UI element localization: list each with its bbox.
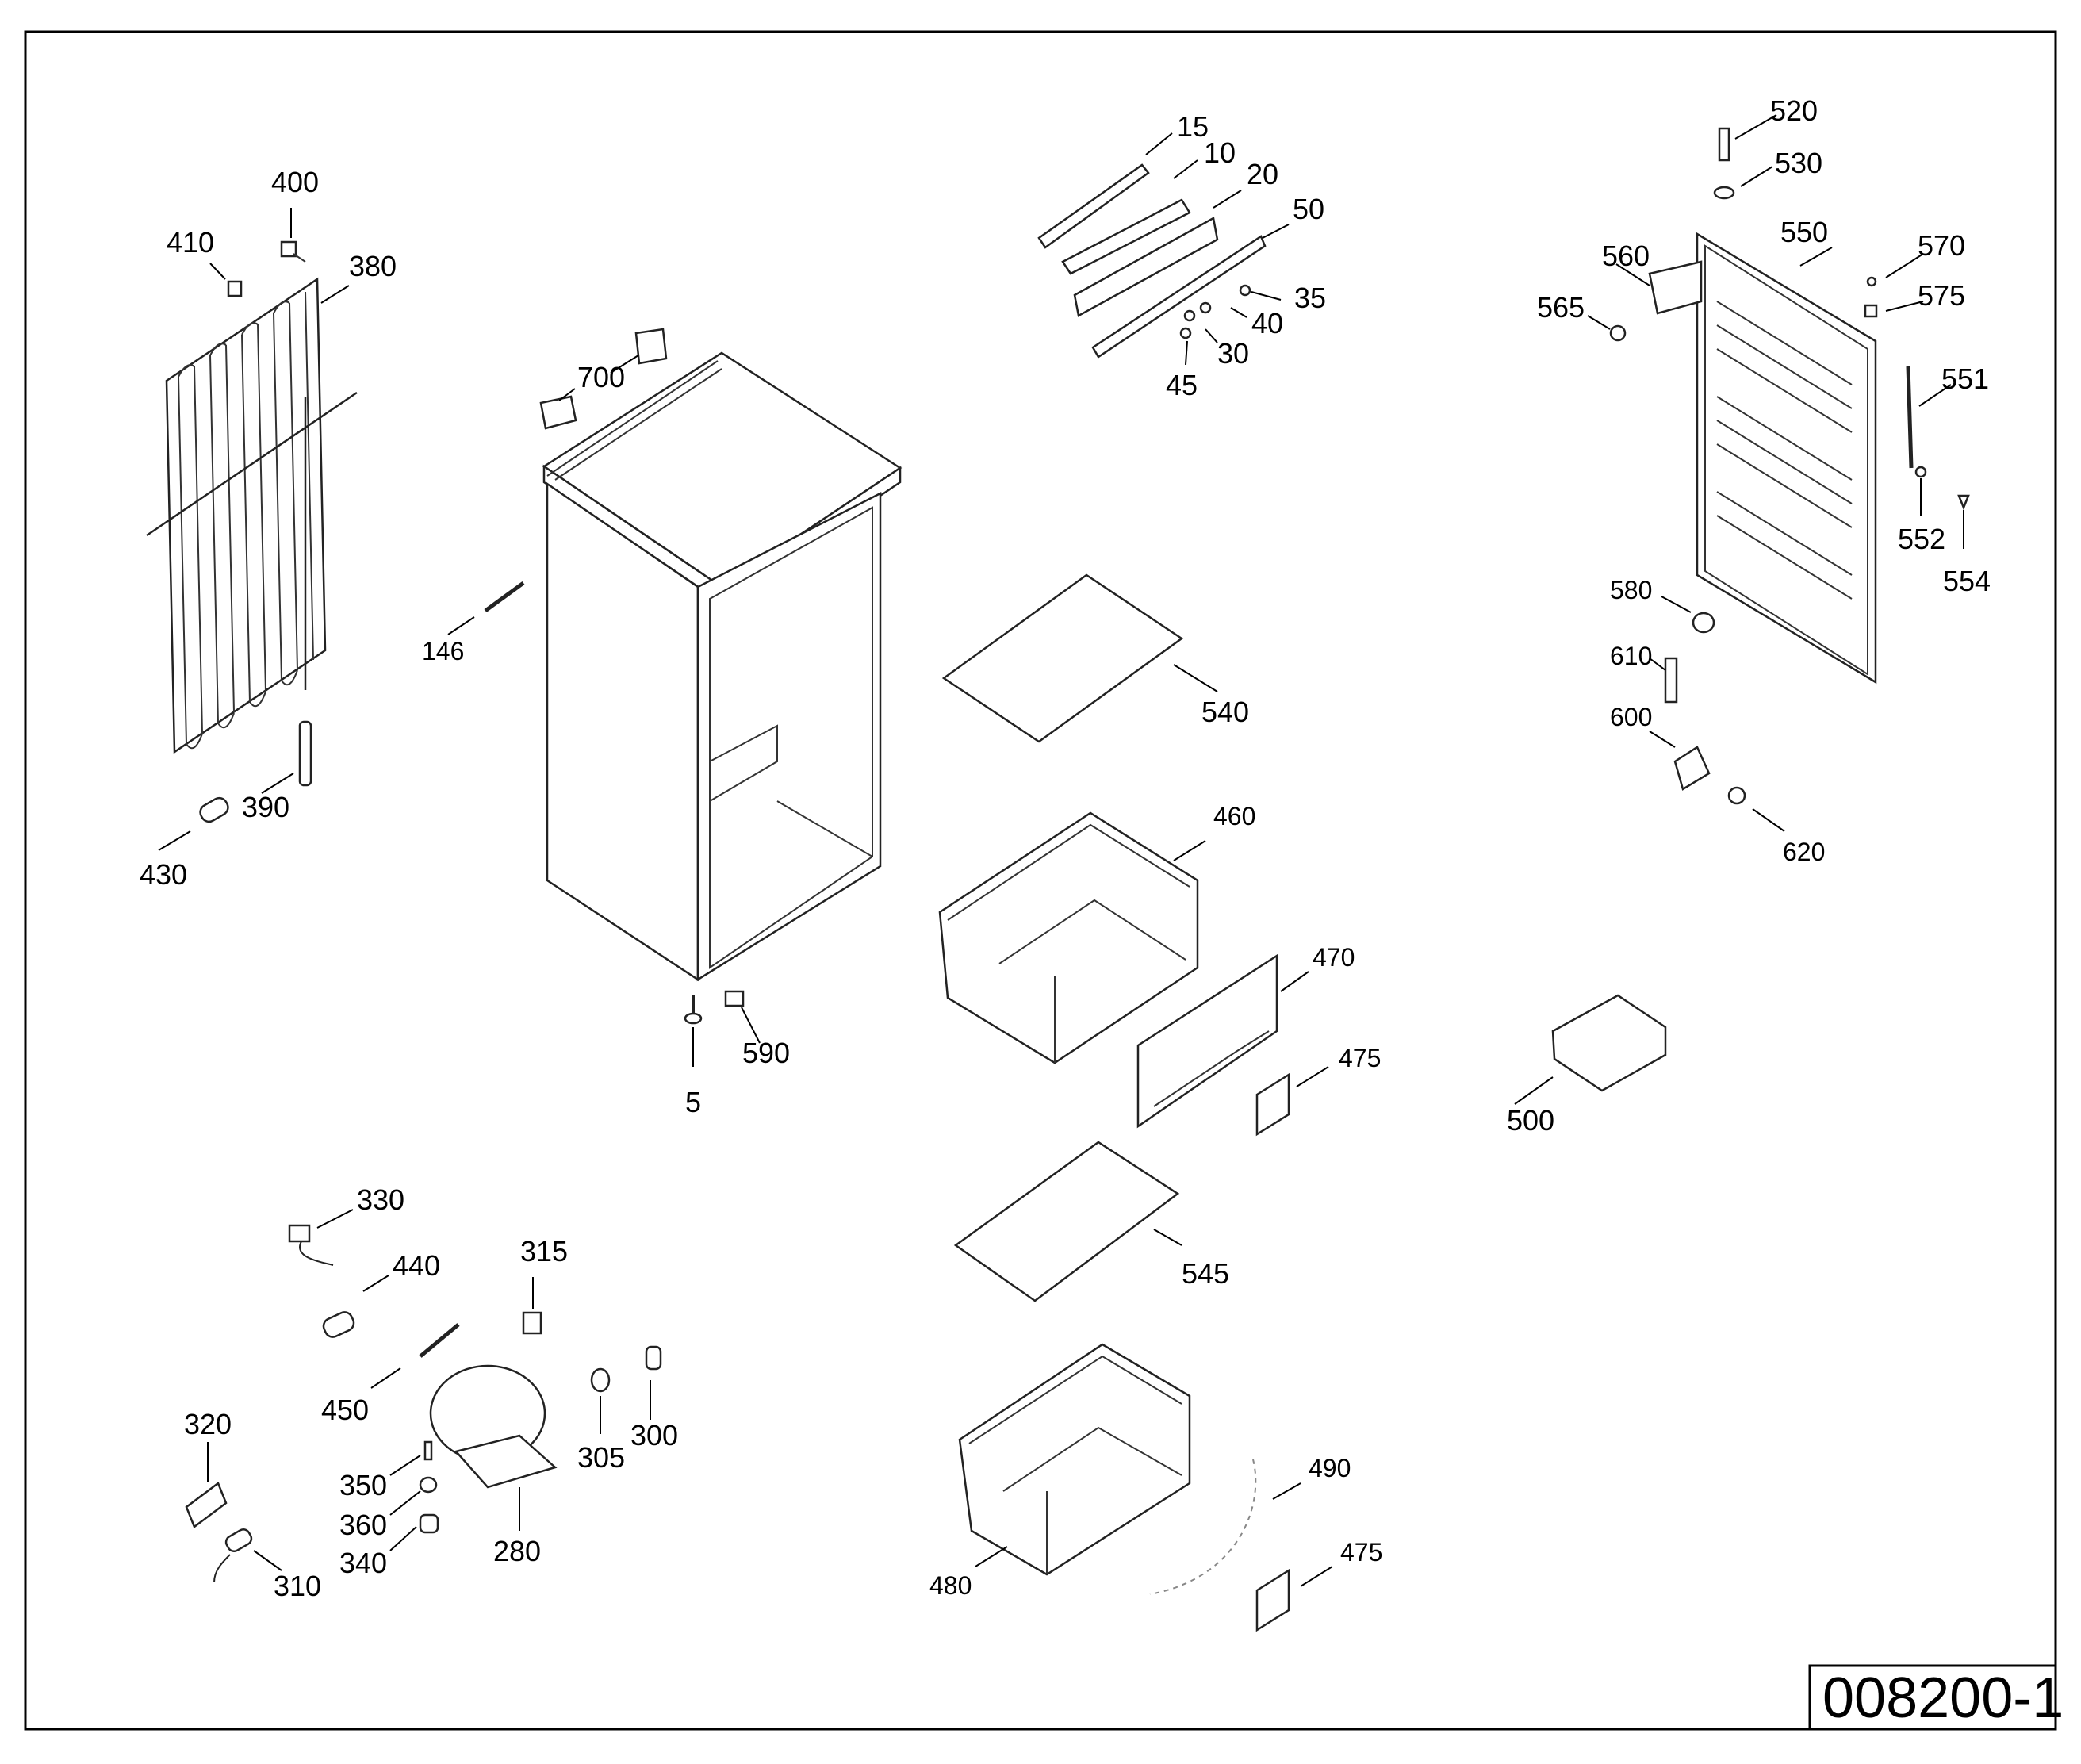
- callout-440: 440: [393, 1249, 440, 1282]
- glass-shelf-540-part: [941, 573, 1184, 743]
- bushing-580-part: [1692, 612, 1715, 634]
- plug-570-575-part: [1864, 276, 1878, 318]
- foot-5-part: [684, 995, 703, 1025]
- label-475-lower-part: [1255, 1568, 1290, 1632]
- clip-300-part: [645, 1345, 662, 1371]
- capillary-450-part: [419, 1323, 460, 1358]
- callout-490: 490: [1309, 1454, 1351, 1482]
- callout-590: 590: [742, 1037, 790, 1069]
- callout-20: 20: [1247, 158, 1278, 190]
- drawer-480-part: [958, 1343, 1191, 1576]
- compressor-280-part: [429, 1364, 558, 1489]
- drier-part: [298, 720, 312, 787]
- callout-330: 330: [357, 1183, 404, 1216]
- callout-40: 40: [1251, 307, 1283, 339]
- callout-360: 360: [339, 1509, 387, 1541]
- callout-labels: 400 410 380 390 430 146 700 5 590 15 10 …: [140, 94, 1991, 1602]
- drawer-front-470-part: [1136, 953, 1278, 1129]
- callout-610: 610: [1610, 642, 1652, 670]
- callout-500: 500: [1507, 1104, 1554, 1137]
- callout-315: 315: [520, 1235, 568, 1267]
- drawing-code: 008200-1: [1822, 1666, 2064, 1730]
- callout-5: 5: [685, 1086, 701, 1118]
- screws-552-554-part: [1914, 466, 1970, 511]
- callout-50: 50: [1293, 193, 1324, 225]
- callout-540: 540: [1201, 696, 1249, 728]
- hinge-pin-520-part: [1718, 127, 1730, 162]
- thermostat-310-part: [213, 1528, 253, 1583]
- glass-shelf-545-part: [953, 1141, 1180, 1302]
- mount-parts-350-360-340: [419, 1440, 439, 1534]
- callout-475-upper: 475: [1339, 1044, 1381, 1072]
- callout-530: 530: [1775, 147, 1822, 179]
- callout-380: 380: [349, 250, 397, 282]
- callout-460: 460: [1213, 802, 1255, 830]
- callout-300: 300: [630, 1419, 678, 1451]
- door-550-part: [1696, 232, 1877, 685]
- nut-410-part: [227, 280, 243, 297]
- drawer-460-part: [938, 811, 1199, 1064]
- label-475-upper-part: [1255, 1072, 1290, 1137]
- callout-550: 550: [1780, 216, 1828, 248]
- screw-620-part: [1727, 786, 1746, 805]
- callout-600: 600: [1610, 703, 1652, 731]
- callout-560: 560: [1602, 240, 1650, 272]
- callout-350: 350: [339, 1469, 387, 1501]
- door-handle-551-part: [1906, 366, 1914, 469]
- callout-320: 320: [184, 1408, 232, 1440]
- callout-390: 390: [242, 791, 289, 823]
- callout-520: 520: [1770, 94, 1818, 127]
- bracket-320-part: [185, 1482, 228, 1528]
- callout-551: 551: [1941, 362, 1989, 395]
- callout-700: 700: [577, 361, 625, 393]
- sleeve-430-part: [199, 796, 229, 823]
- leader-lines: [158, 114, 1964, 1587]
- screw-400-part: [280, 240, 306, 263]
- callout-470: 470: [1313, 943, 1355, 972]
- callout-340: 340: [339, 1547, 387, 1579]
- control-panel-part: [1037, 163, 1267, 359]
- cable-490-part: [1149, 1459, 1257, 1595]
- callout-410: 410: [167, 226, 214, 259]
- power-cord-330-part: [288, 1224, 334, 1266]
- callout-580: 580: [1610, 576, 1652, 604]
- callout-545: 545: [1182, 1257, 1229, 1290]
- callout-10: 10: [1204, 136, 1236, 169]
- callout-45: 45: [1166, 369, 1198, 401]
- callout-305: 305: [577, 1441, 625, 1474]
- callout-552: 552: [1898, 523, 1945, 555]
- pin-146-part: [484, 581, 525, 613]
- callout-450: 450: [321, 1394, 369, 1426]
- callout-480: 480: [929, 1571, 972, 1600]
- callout-565: 565: [1537, 291, 1585, 324]
- callout-570: 570: [1918, 229, 1965, 262]
- screw-565-part: [1609, 324, 1627, 342]
- condenser-part: [146, 277, 358, 754]
- hinge-560-part: [1648, 260, 1703, 315]
- callout-15: 15: [1177, 110, 1209, 143]
- cabinet-part: [542, 351, 903, 982]
- callout-620: 620: [1783, 838, 1825, 866]
- hinge-pin-610-part: [1664, 657, 1678, 704]
- relay-315-part: [522, 1311, 542, 1335]
- callout-280: 280: [493, 1535, 541, 1567]
- bottom-hinge-600-part: [1673, 746, 1711, 791]
- grommet-305-part: [590, 1367, 611, 1393]
- drawing-code-box: 008200-1: [1808, 1664, 2064, 1731]
- callout-554: 554: [1943, 565, 1991, 597]
- callout-430: 430: [140, 858, 187, 891]
- callout-310: 310: [274, 1570, 321, 1602]
- washer-530-part: [1713, 186, 1735, 200]
- sleeve-440-part: [322, 1311, 355, 1338]
- callout-400: 400: [271, 166, 319, 198]
- bottom-lid-500-part: [1551, 994, 1667, 1092]
- cap-590-part: [724, 990, 745, 1007]
- callout-146: 146: [422, 637, 464, 665]
- callout-35: 35: [1294, 282, 1326, 314]
- callout-30: 30: [1217, 337, 1249, 370]
- callout-475-lower: 475: [1340, 1538, 1382, 1567]
- callout-575: 575: [1918, 279, 1965, 312]
